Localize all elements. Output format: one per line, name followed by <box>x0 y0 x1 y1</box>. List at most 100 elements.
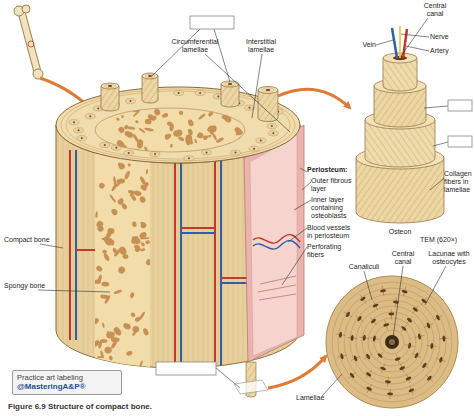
lacuna <box>401 325 408 332</box>
box-text: @MasteringA&P® <box>17 382 117 392</box>
lacuna <box>421 297 427 305</box>
trabecular-space <box>140 222 148 229</box>
lacuna <box>412 352 421 359</box>
leader-line <box>406 46 429 51</box>
osteocyte <box>365 372 372 378</box>
osteon-section <box>124 150 134 155</box>
osteon-outline <box>100 142 110 147</box>
leader-line <box>294 200 311 210</box>
osteon-section <box>267 123 277 128</box>
lamella-ring <box>356 306 428 378</box>
central-canal-dot <box>188 157 190 159</box>
trabecular-space <box>132 110 140 117</box>
trabecular-space <box>109 194 117 203</box>
canaliculus <box>344 312 352 317</box>
perforating-fibers <box>258 276 296 300</box>
osteocyte <box>406 317 412 323</box>
trabecular-space <box>132 133 140 143</box>
part-label: Spongy bone <box>4 282 50 290</box>
osteocyte <box>401 289 408 293</box>
tem-details <box>332 282 452 402</box>
osteon-section <box>231 150 241 155</box>
osteon-outline <box>150 151 160 156</box>
box-text: Practice art labeling <box>17 373 117 382</box>
leader-line <box>401 34 429 37</box>
leader-line <box>38 290 110 292</box>
trabecular-space <box>95 265 103 273</box>
osteocyte <box>380 289 386 293</box>
trabecular-space <box>170 144 173 148</box>
part-label: Lacunae with osteocytes <box>426 250 472 266</box>
trabecular-space <box>140 242 145 247</box>
trabecular-space <box>202 135 208 141</box>
osteon-outline <box>174 90 184 95</box>
trabecular-space <box>101 237 105 240</box>
trabecular-space <box>104 295 111 305</box>
osteocyte <box>435 314 440 321</box>
osteocyte <box>430 343 433 349</box>
osteon-outline <box>245 105 255 110</box>
trabecular-space <box>138 231 147 239</box>
part-label: TEM (620×) <box>420 236 470 244</box>
lacuna <box>401 287 408 297</box>
leader-lines <box>38 18 448 396</box>
osteon-cylinder-top <box>142 73 158 79</box>
part-label: Nerve <box>430 33 464 41</box>
lacuna <box>336 332 346 338</box>
part-label: Central canal <box>384 250 422 266</box>
central-canal <box>228 83 233 85</box>
osteocyte <box>387 392 393 395</box>
artery-vessel <box>214 158 216 370</box>
bone-epiphysis <box>22 5 30 13</box>
trabecular-space <box>94 113 103 120</box>
lacuna <box>355 315 363 322</box>
osteocyte <box>439 357 444 364</box>
canaliculus <box>412 353 421 358</box>
osteon-lamella-ring <box>225 82 236 86</box>
trabecular-space <box>185 134 193 144</box>
trabecular-space <box>167 122 172 126</box>
zoom-arrow <box>278 89 350 108</box>
perforating-fiber <box>259 294 296 300</box>
trabecular-space <box>222 114 233 124</box>
leader-line <box>401 18 428 56</box>
osteon-cylinder-body <box>221 84 239 107</box>
trabecular-space <box>108 355 113 361</box>
blood-vessels <box>70 150 250 372</box>
trabecular-space <box>98 340 103 349</box>
trabecular-space <box>122 254 129 260</box>
trabecular-space <box>131 330 137 336</box>
trabecular-space <box>194 139 198 144</box>
central-canal-dot <box>217 95 219 97</box>
osteocyte <box>394 357 401 362</box>
trabecular-space <box>113 289 122 295</box>
lacuna <box>387 389 393 399</box>
trabecular-space <box>153 108 161 117</box>
lacuna <box>351 355 360 362</box>
periosteum-vein <box>253 241 300 249</box>
bone-shaft-outline <box>22 14 37 70</box>
perforating-canal-vessel <box>181 227 215 229</box>
trabecular-space <box>135 120 139 123</box>
trabecular-space <box>103 253 111 262</box>
leader-line <box>205 54 290 132</box>
trabecular-space <box>235 148 244 153</box>
trabecular-space <box>120 202 128 210</box>
leader-line <box>322 374 342 396</box>
osteon-lamella-ring <box>262 88 274 92</box>
figure-caption: Figure 6.9 Structure of compact bone. <box>8 402 308 412</box>
perforating-canal-vessel <box>181 232 215 234</box>
osteon-section <box>150 151 160 156</box>
part-label: Collagen fibers in lamellae <box>444 170 474 194</box>
osteocyte <box>360 296 367 302</box>
lacuna <box>408 386 415 395</box>
osteocyte <box>370 318 376 324</box>
osteocyte <box>442 335 445 341</box>
trabecular-space <box>134 246 142 253</box>
central-canal-dot <box>154 153 156 155</box>
perforating-canal-vessel <box>221 277 250 279</box>
leader-line <box>424 106 448 108</box>
osteocyte <box>383 323 390 328</box>
trabecular-space <box>118 162 126 170</box>
osteon-outline <box>202 150 212 155</box>
